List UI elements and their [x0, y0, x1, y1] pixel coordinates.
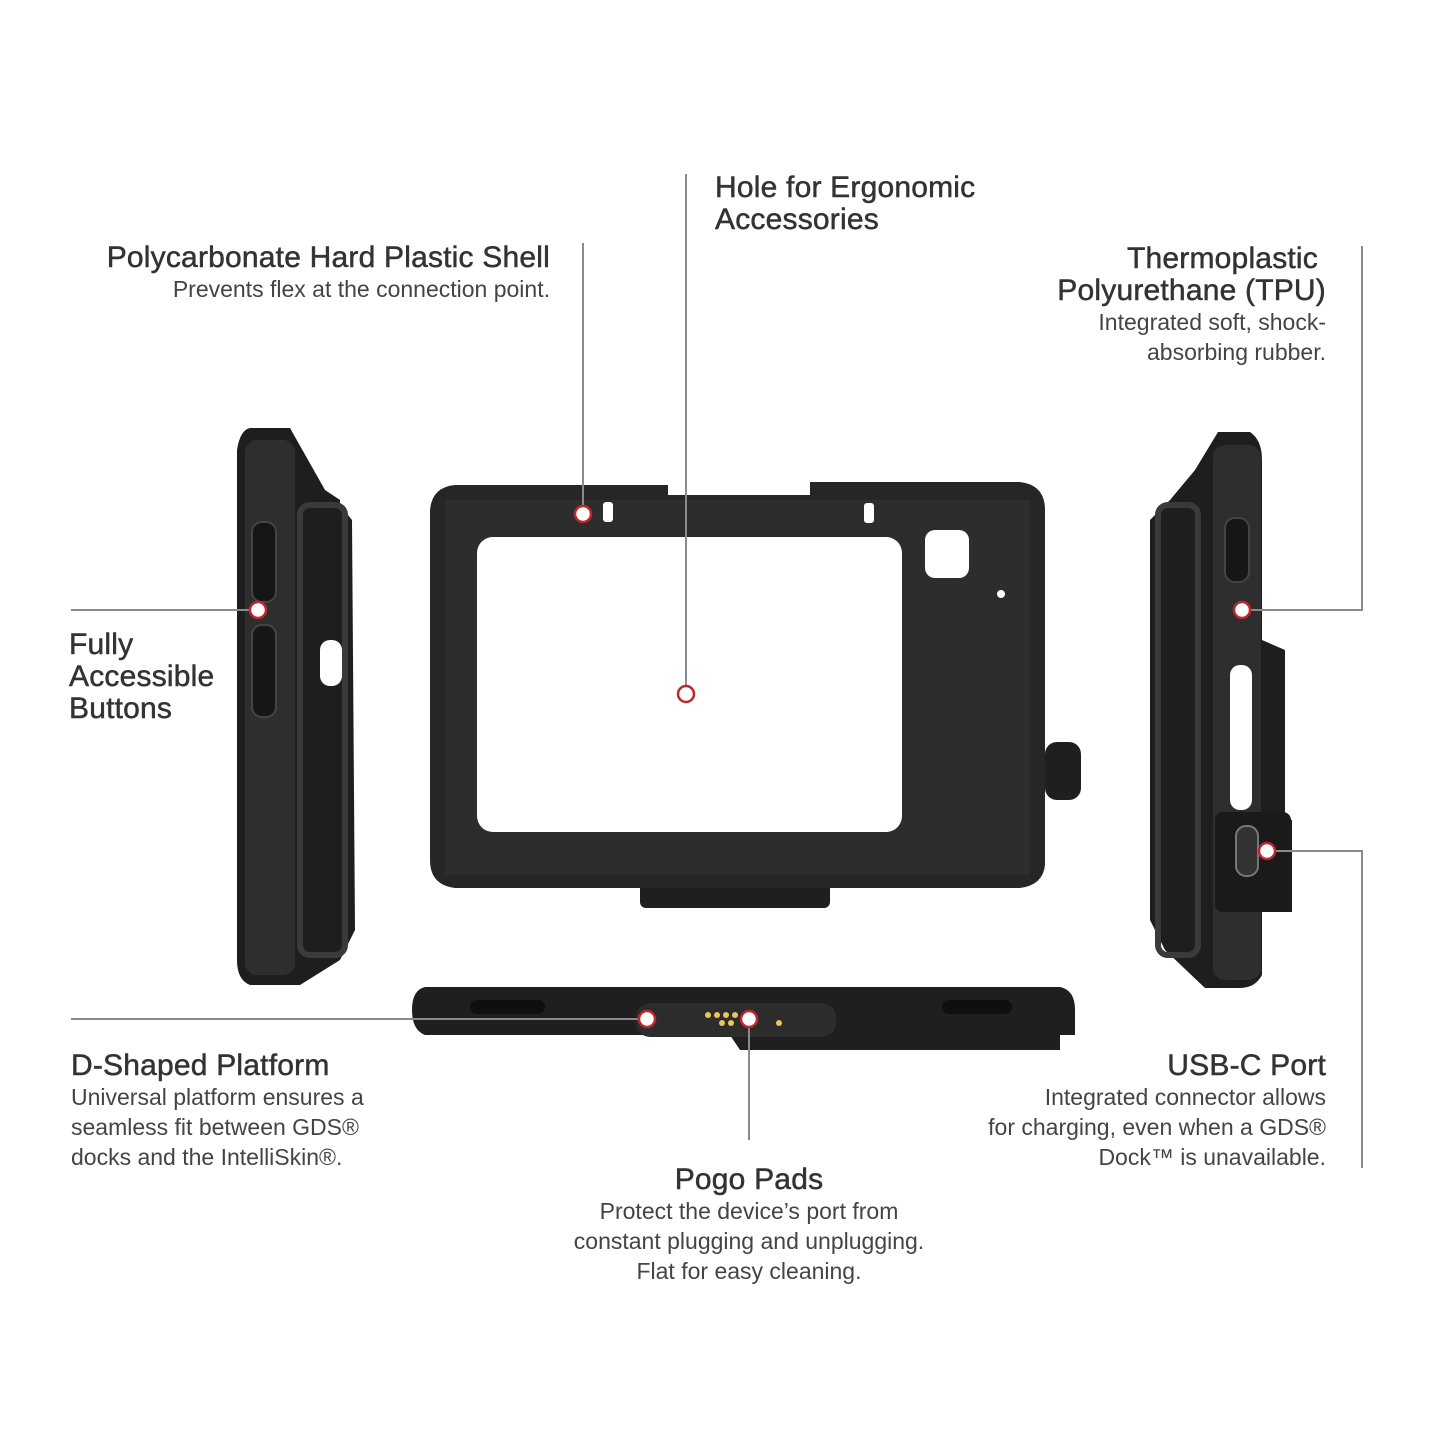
title-line: Thermoplastic — [1127, 242, 1318, 275]
callout-desc: Universal platform ensures a seamless fi… — [71, 1082, 364, 1172]
desc-line: constant plugging and unplugging. — [573, 1228, 925, 1254]
marker-hole — [676, 684, 696, 704]
marker-shell — [573, 504, 593, 524]
callout-platform: D-Shaped Platform Universal platform ens… — [71, 1049, 364, 1172]
front-frame-view — [430, 482, 1081, 908]
callout-desc: Integrated connector allows for charging… — [988, 1082, 1326, 1172]
callout-desc: Prevents flex at the connection point. — [172, 276, 550, 302]
bottom-view — [412, 987, 1075, 1050]
desc-line: Integrated connector allows — [1044, 1084, 1326, 1110]
callout-desc: Integrated soft, shock- absorbing rubber… — [1057, 307, 1326, 367]
callout-tpu: Thermoplastic Polyurethane (TPU) Integra… — [1057, 242, 1326, 367]
desc-line: Integrated soft, shock- — [1098, 309, 1326, 335]
desc-line: absorbing rubber. — [1146, 339, 1326, 365]
marker-pogo — [739, 1009, 759, 1029]
title-line: Fully — [69, 628, 134, 661]
marker-usbc — [1257, 841, 1277, 861]
callout-pogo: Pogo Pads Protect the device’s port from… — [549, 1163, 949, 1286]
pogo-pins — [705, 1012, 782, 1026]
right-side-view — [1150, 432, 1292, 988]
callout-title: Pogo Pads — [674, 1163, 824, 1196]
marker-platform — [637, 1009, 657, 1029]
desc-line: seamless fit between GDS® — [71, 1114, 359, 1140]
callout-shell: Polycarbonate Hard Plastic Shell Prevent… — [106, 241, 550, 304]
callout-title: D-Shaped Platform — [71, 1049, 330, 1082]
callout-title: USB-C Port — [1167, 1049, 1326, 1082]
callout-title: Hole for Ergonomic Accessories — [715, 171, 976, 236]
callout-desc: Protect the device’s port from constant … — [549, 1196, 949, 1286]
desc-line: Universal platform ensures a — [71, 1084, 364, 1110]
title-line: Accessories — [715, 203, 879, 236]
title-line: Buttons — [69, 692, 173, 725]
callout-markers — [248, 504, 1277, 1029]
title-line: Hole for Ergonomic — [715, 171, 976, 204]
left-side-view — [237, 428, 355, 985]
callout-title: Thermoplastic Polyurethane (TPU) — [1057, 242, 1326, 307]
desc-line: for charging, even when a GDS® — [988, 1114, 1326, 1140]
marker-buttons — [248, 600, 268, 620]
marker-tpu — [1232, 600, 1252, 620]
desc-line: docks and the IntelliSkin®. — [71, 1144, 343, 1170]
title-line: Polyurethane (TPU) — [1057, 274, 1326, 307]
desc-line: Dock™ is unavailable. — [1098, 1144, 1326, 1170]
callout-title: Fully Accessible Buttons — [69, 628, 215, 725]
callout-title: Polycarbonate Hard Plastic Shell — [106, 241, 550, 274]
title-line: Accessible — [69, 660, 215, 693]
callout-usbc: USB-C Port Integrated connector allows f… — [988, 1049, 1326, 1172]
leader-lines — [71, 174, 1363, 1168]
callout-buttons: Fully Accessible Buttons — [69, 628, 215, 725]
callout-hole: Hole for Ergonomic Accessories — [715, 171, 976, 236]
desc-line: Protect the device’s port from — [599, 1198, 899, 1224]
desc-line: Flat for easy cleaning. — [636, 1258, 862, 1284]
